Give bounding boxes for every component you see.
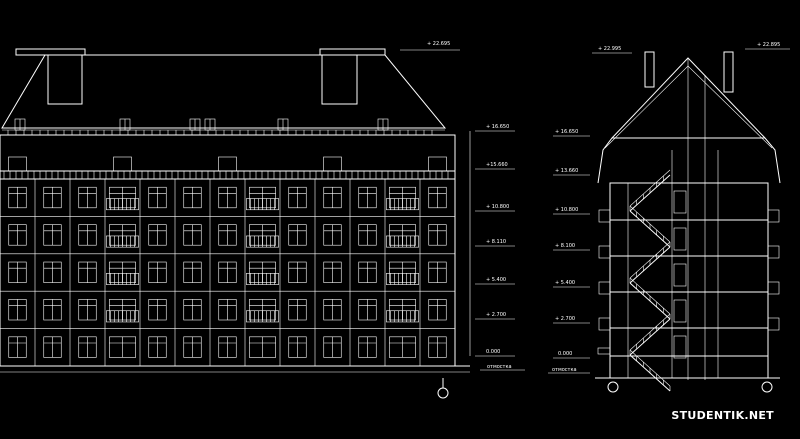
section-roof — [597, 57, 781, 184]
staircase — [629, 169, 671, 392]
level-mark: + 2.700 — [486, 312, 506, 318]
cornice-dentils — [3, 171, 449, 179]
level-mark: + 10.800 — [486, 204, 509, 210]
section-balconies — [597, 209, 780, 355]
level-mark: +15.660 — [486, 162, 508, 168]
cornice — [0, 170, 456, 180]
attic-window — [113, 156, 132, 172]
level-mark: + 16.650 — [555, 129, 578, 135]
level-mark: + 5.400 — [555, 280, 575, 286]
attic-windows — [8, 156, 447, 172]
ground-label: отмостка — [552, 367, 577, 373]
elevation-level-marks: + 22.695 + 16.650 +15.660 + 10.800 + 8.1… — [400, 41, 525, 371]
balcony-left — [598, 317, 611, 331]
attic-window — [428, 156, 447, 172]
chimney-left-body — [47, 54, 83, 105]
watermark: STUDENTIK.NET — [671, 409, 774, 422]
chimney-left — [15, 48, 86, 56]
axis-marker — [761, 381, 773, 393]
level-mark: + 8.110 — [486, 239, 506, 245]
section-walls — [609, 182, 769, 379]
attic-window — [323, 156, 342, 172]
level-mark-ground: 0.000 — [486, 349, 500, 355]
axis-marker — [437, 387, 449, 399]
level-mark: + 8.100 — [555, 243, 575, 249]
door — [673, 299, 687, 323]
chimney-right — [319, 48, 386, 56]
front-elevation: + 22.695 + 16.650 +15.660 + 10.800 + 8.1… — [0, 41, 525, 399]
axis-marker — [607, 381, 619, 393]
ground-label: отмостка — [487, 364, 512, 370]
door — [673, 227, 687, 251]
building-section: + 22.995 + 22.895 + 16.650 + 13.660 + 10… — [548, 42, 790, 393]
balcony-left — [598, 245, 611, 259]
balcony-right — [767, 245, 780, 259]
level-mark: + 5.400 — [486, 277, 506, 283]
level-mark: + 2.700 — [555, 316, 575, 322]
balcony-left — [598, 281, 611, 295]
balcony-right — [767, 281, 780, 295]
section-level-marks: + 22.995 + 22.895 + 16.650 + 13.660 + 10… — [548, 42, 790, 374]
entrance-canopy — [597, 347, 611, 355]
balcony-right — [767, 317, 780, 331]
level-mark: + 10.800 — [555, 207, 578, 213]
level-mark: + 22.895 — [757, 42, 780, 48]
chimney-right-body — [321, 54, 358, 105]
level-mark: + 16.650 — [486, 124, 509, 130]
elevation-roof — [1, 54, 447, 129]
attic-band — [0, 134, 456, 172]
level-mark: + 13.660 — [555, 168, 578, 174]
balcony-left — [598, 209, 611, 223]
level-mark: + 22.995 — [598, 46, 621, 52]
attic-window — [8, 156, 27, 172]
door — [673, 335, 687, 359]
section-floor-slabs — [610, 150, 768, 378]
balcony-right — [767, 209, 780, 223]
door — [673, 190, 687, 214]
facade-grid — [0, 179, 455, 366]
level-mark-top: + 22.695 — [427, 41, 450, 47]
dormers — [7, 118, 433, 135]
attic-window — [218, 156, 237, 172]
door — [673, 263, 687, 287]
level-mark-ground: 0.000 — [558, 351, 572, 357]
